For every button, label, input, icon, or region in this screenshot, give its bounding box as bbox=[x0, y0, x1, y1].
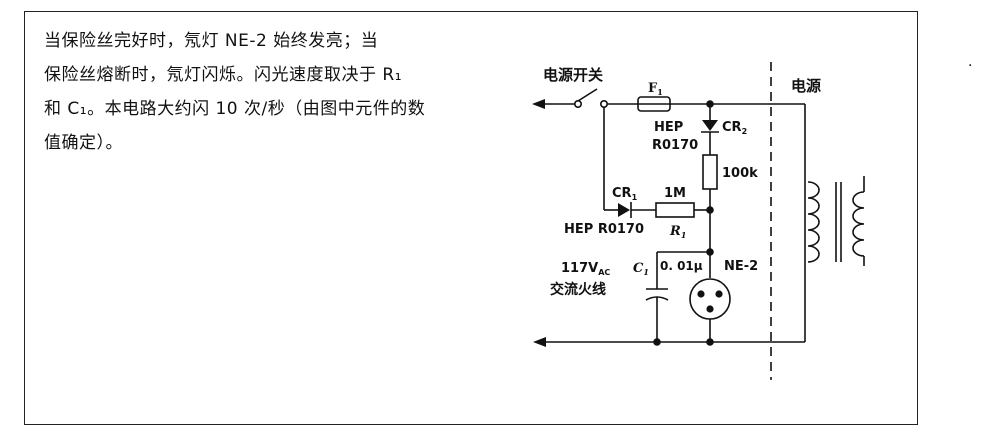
ac-voltage-sub: AC bbox=[598, 268, 610, 277]
neon-electrode-right bbox=[715, 290, 723, 298]
resistor-1m bbox=[655, 202, 695, 218]
resistor-100k bbox=[702, 154, 718, 190]
power-label: 电源 bbox=[791, 77, 821, 95]
fuse-label-sub: 1 bbox=[657, 87, 663, 97]
cr1-label-letters: CR bbox=[612, 186, 632, 201]
switch-blade bbox=[577, 88, 598, 102]
description-line-2: 保险丝熔断时，氖灯闪烁。闪光速度取决于 R₁ bbox=[44, 65, 403, 85]
r1-label-sub: 1 bbox=[681, 230, 687, 240]
ac-line-label: 交流火线 bbox=[550, 281, 606, 298]
cr2-label-sub: 2 bbox=[742, 127, 748, 136]
r1-label: R1 bbox=[669, 224, 686, 240]
bottom-left-arrow bbox=[533, 337, 546, 347]
description-line-3: 和 C₁。本电路大约闪 10 次/秒（由图中元件的数 bbox=[44, 99, 426, 119]
cr1-label: CR1 bbox=[612, 186, 638, 202]
ac-voltage-value: 117V bbox=[561, 261, 598, 276]
cr1-diode bbox=[618, 203, 630, 217]
transformer-primary-coil bbox=[807, 181, 820, 263]
transformer-secondary-coil bbox=[852, 191, 865, 257]
switch-left-arrow bbox=[532, 99, 545, 109]
c1-label-sub: 1 bbox=[643, 267, 649, 277]
stray-mark: · bbox=[968, 58, 973, 74]
r1-label-letter: R bbox=[669, 224, 681, 239]
power-switch-label: 电源开关 bbox=[543, 66, 603, 84]
cr2-part-bottom: R0170 bbox=[652, 138, 698, 153]
c1-label-letter: C bbox=[633, 261, 644, 276]
neon-electrode-bottom bbox=[706, 305, 714, 313]
cr2-label-letters: CR bbox=[722, 120, 742, 135]
fuse-label: F1 bbox=[648, 81, 663, 97]
description-line-1: 当保险丝完好时，氖灯 NE-2 始终发亮；当 bbox=[44, 31, 379, 51]
figure-frame bbox=[24, 11, 918, 425]
cr2-label: CR2 bbox=[722, 120, 747, 136]
neon-lamp-bulb bbox=[689, 278, 731, 320]
neon-electrode-left bbox=[697, 290, 705, 298]
cr2-part-top: HEP bbox=[654, 120, 683, 135]
cr2-diode bbox=[702, 120, 718, 131]
resistor-100k-label: 100k bbox=[722, 166, 758, 181]
switch-left-terminal bbox=[573, 100, 582, 109]
cr1-label-sub: 1 bbox=[632, 193, 638, 202]
c1-value-label: 0. 01μ bbox=[660, 259, 703, 273]
neon-lamp-label: NE-2 bbox=[724, 259, 758, 274]
c1-label: C1 bbox=[633, 261, 649, 277]
description-text: 当保险丝完好时，氖灯 NE-2 始终发亮；当 保险丝熔断时，氖灯闪烁。闪光速度取… bbox=[44, 24, 479, 160]
description-line-4: 值确定）。 bbox=[44, 133, 123, 153]
cr1-part-label: HEP R0170 bbox=[564, 222, 644, 237]
ac-voltage-label: 117VAC bbox=[561, 261, 610, 277]
switch-right-terminal bbox=[599, 100, 608, 109]
fuse-label-letter: F bbox=[648, 81, 658, 96]
resistor-1m-label: 1M bbox=[664, 186, 686, 201]
